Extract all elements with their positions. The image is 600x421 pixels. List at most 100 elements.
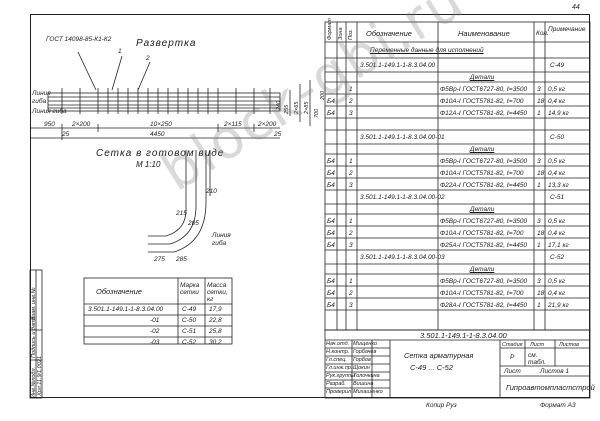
tb-sheets-header: Листов (559, 342, 580, 348)
tb-doc-title-1: Сетка арматурная (404, 351, 474, 360)
tb-role-6: Разраб. (326, 381, 346, 387)
spec-g4-r1-qty: 3 (537, 278, 541, 285)
spec-g1-r3-note: 14,9 кг (548, 110, 569, 117)
tb-sheet-header: Лист (530, 342, 545, 348)
spec-g1-r1-name: Ф5Вр-I ГОСТ6727-80, ℓ=3500 (440, 86, 528, 93)
gost-label: ГОСТ 14098-85-К1-К2 (46, 36, 112, 43)
spec-g2-r1-format: Б4 (327, 158, 335, 165)
mark-row-1-mark: С-49 (182, 306, 197, 313)
spec-g2-r2-format: Б4 (327, 170, 335, 177)
format-label: Формат А3 (540, 402, 576, 409)
spec-g3-r2-qty: 18 (537, 230, 545, 237)
dim-25: 25 (62, 131, 70, 138)
spec-g1-r2-format: Б4 (327, 98, 335, 105)
strip-sign-label: Подпись и дата (31, 316, 37, 358)
dim-4450: 4450 (150, 131, 165, 138)
spec-g2-r3-name: Ф22А-I ГОСТ5781-82, ℓ=4450 (440, 182, 528, 189)
spec-g3-r2-name: Ф10А-I ГОСТ5781-82, ℓ=700 (440, 230, 524, 237)
spec-header-qty: Кол. (536, 30, 549, 37)
tb-role-2: Н.контр. (326, 349, 350, 355)
spec-g4-code: 3.501.1-149.1-1-8.3.04.00-03 (360, 254, 445, 261)
mark-row-1-designation: 3.501.1-149.1-1-8.3.04.00 (88, 306, 164, 313)
spec-g3-r2-pos: 2 (349, 230, 353, 237)
spec-g3-r3-pos: 3 (349, 242, 353, 249)
spec-g3-r2-format: Б4 (327, 230, 335, 237)
r-210: 210 (206, 188, 217, 195)
tb-role-3: Гл.спец. (326, 357, 347, 363)
tb-name-4: Щокин (353, 365, 370, 371)
spec-g1-r3-qty: 1 (537, 110, 541, 117)
spec-g2-r1-pos: 1 (349, 158, 353, 165)
mark-2: 2 (146, 55, 150, 62)
spec-g2-r2-note: 0,4 кг (548, 170, 566, 177)
spec-g3-code: 3.501.1-149.1-1-8.3.04.00-02 (360, 194, 445, 201)
dim-950: 950 (44, 121, 55, 128)
bend-line-label-1: Линия (212, 232, 231, 239)
spec-g1-r3-pos: 3 (349, 110, 353, 117)
dim-2x200: 2×200 (72, 121, 91, 128)
development-outline (47, 92, 281, 112)
spec-g3-r1-pos: 1 (349, 218, 353, 225)
mark-table-frame (83, 277, 233, 345)
dim-10x250: 10×250 (150, 121, 172, 128)
spec-g4-r3-pos: 3 (349, 302, 353, 309)
spec-g3-r1-name: Ф5Вр-I ГОСТ6727-80, ℓ=3500 (440, 218, 528, 225)
tb-org: Гипроавтомпластстрой (506, 383, 595, 392)
spec-g2-r1-qty: 3 (537, 158, 541, 165)
spec-g1-details: Детали (470, 74, 495, 81)
line-label-3: Линия гиба (32, 108, 67, 115)
spec-g4-r2-name: Ф10А-I ГОСТ5781-82, ℓ=700 (440, 290, 524, 297)
tb-role-5: Рук.группы (326, 373, 355, 379)
spec-g1-code: 3.501.1-149.1-1-8.3.04.00 (360, 62, 436, 69)
spec-g3-r1-format: Б4 (327, 218, 335, 225)
bend-line-label-2: гиба (212, 240, 227, 247)
spec-g2-r3-note: 13,3 кг (548, 182, 569, 189)
spec-section-title: Переменные данные для исполнений (370, 47, 484, 54)
spec-g1-r1-pos: 1 (349, 86, 353, 93)
spec-g4-r3-name: Ф28А-I ГОСТ5781-82, ℓ=4450 (440, 302, 528, 309)
strip-inv-value: Хрл.11.9/1.0021 (37, 356, 43, 396)
spec-g1-r1-qty: 3 (537, 86, 541, 93)
spec-g1-r2-pos: 2 (349, 98, 353, 105)
tb-stage-header: Стадия (502, 342, 523, 348)
mark-row-2-designation: -01 (150, 317, 160, 324)
mark-row-3-mark: С-51 (182, 328, 197, 335)
spec-g3-r3-format: Б4 (327, 242, 335, 249)
spec-g2-r1-note: 0,5 кг (548, 158, 566, 165)
tb-role-4: Гл.инж.пр. (326, 365, 353, 371)
mark-row-2-mass: 22,8 (209, 317, 222, 324)
spec-g4-r3-note: 21,9 кг (548, 302, 569, 309)
dim-25b: 25 (274, 131, 282, 138)
r-285: 285 (176, 256, 187, 263)
tb-sheet-value: см. табл. (528, 352, 546, 366)
spec-g1-r2-note: 0,4 кг (548, 98, 566, 105)
spec-g1-r3-name: Ф12А-I ГОСТ5781-82, ℓ=4450 (440, 110, 528, 117)
tb-role-1: Нач.отд. (326, 341, 350, 347)
mark-row-1-mass: 17,9 (209, 306, 222, 313)
tb-name-6: Вишина (353, 381, 374, 387)
bent-mesh-outline (148, 150, 187, 237)
tb-name-7: Михашенко (353, 389, 383, 395)
spec-g4-r2-pos: 2 (349, 290, 353, 297)
spec-g4-r2-note: 0,4 кг (548, 290, 566, 297)
mark-table-header-mark: Марка сетки (180, 282, 200, 296)
mark-1: 1 (118, 48, 122, 55)
spec-g1-r2-name: Ф10А-I ГОСТ5781-82, ℓ=700 (440, 98, 524, 105)
spec-g3-mark: С-51 (550, 194, 565, 201)
spec-g3-r3-name: Ф25А-I ГОСТ5781-82, ℓ=4450 (440, 242, 528, 249)
dim-2x200-b: 2×200 (258, 121, 277, 128)
mark-row-4-designation: -03 (150, 339, 160, 346)
spec-g3-r1-qty: 3 (537, 218, 541, 225)
spec-g3-r1-note: 0,5 кг (548, 218, 566, 225)
tb-name-2: Горбачев (353, 349, 377, 355)
tb-list-value: Листов 1 (540, 368, 570, 375)
spec-header-name: Наименование (458, 29, 510, 38)
line-label-2: гиба (32, 98, 47, 105)
spec-g3-r3-qty: 1 (537, 242, 541, 249)
spec-g4-r2-format: Б4 (327, 290, 335, 297)
mark-row-2-mark: С-50 (182, 317, 197, 324)
spec-g4-r1-name: Ф5Вр-I ГОСТ6727-80, ℓ=3500 (440, 278, 528, 285)
mark-row-3-mass: 25,8 (209, 328, 222, 335)
